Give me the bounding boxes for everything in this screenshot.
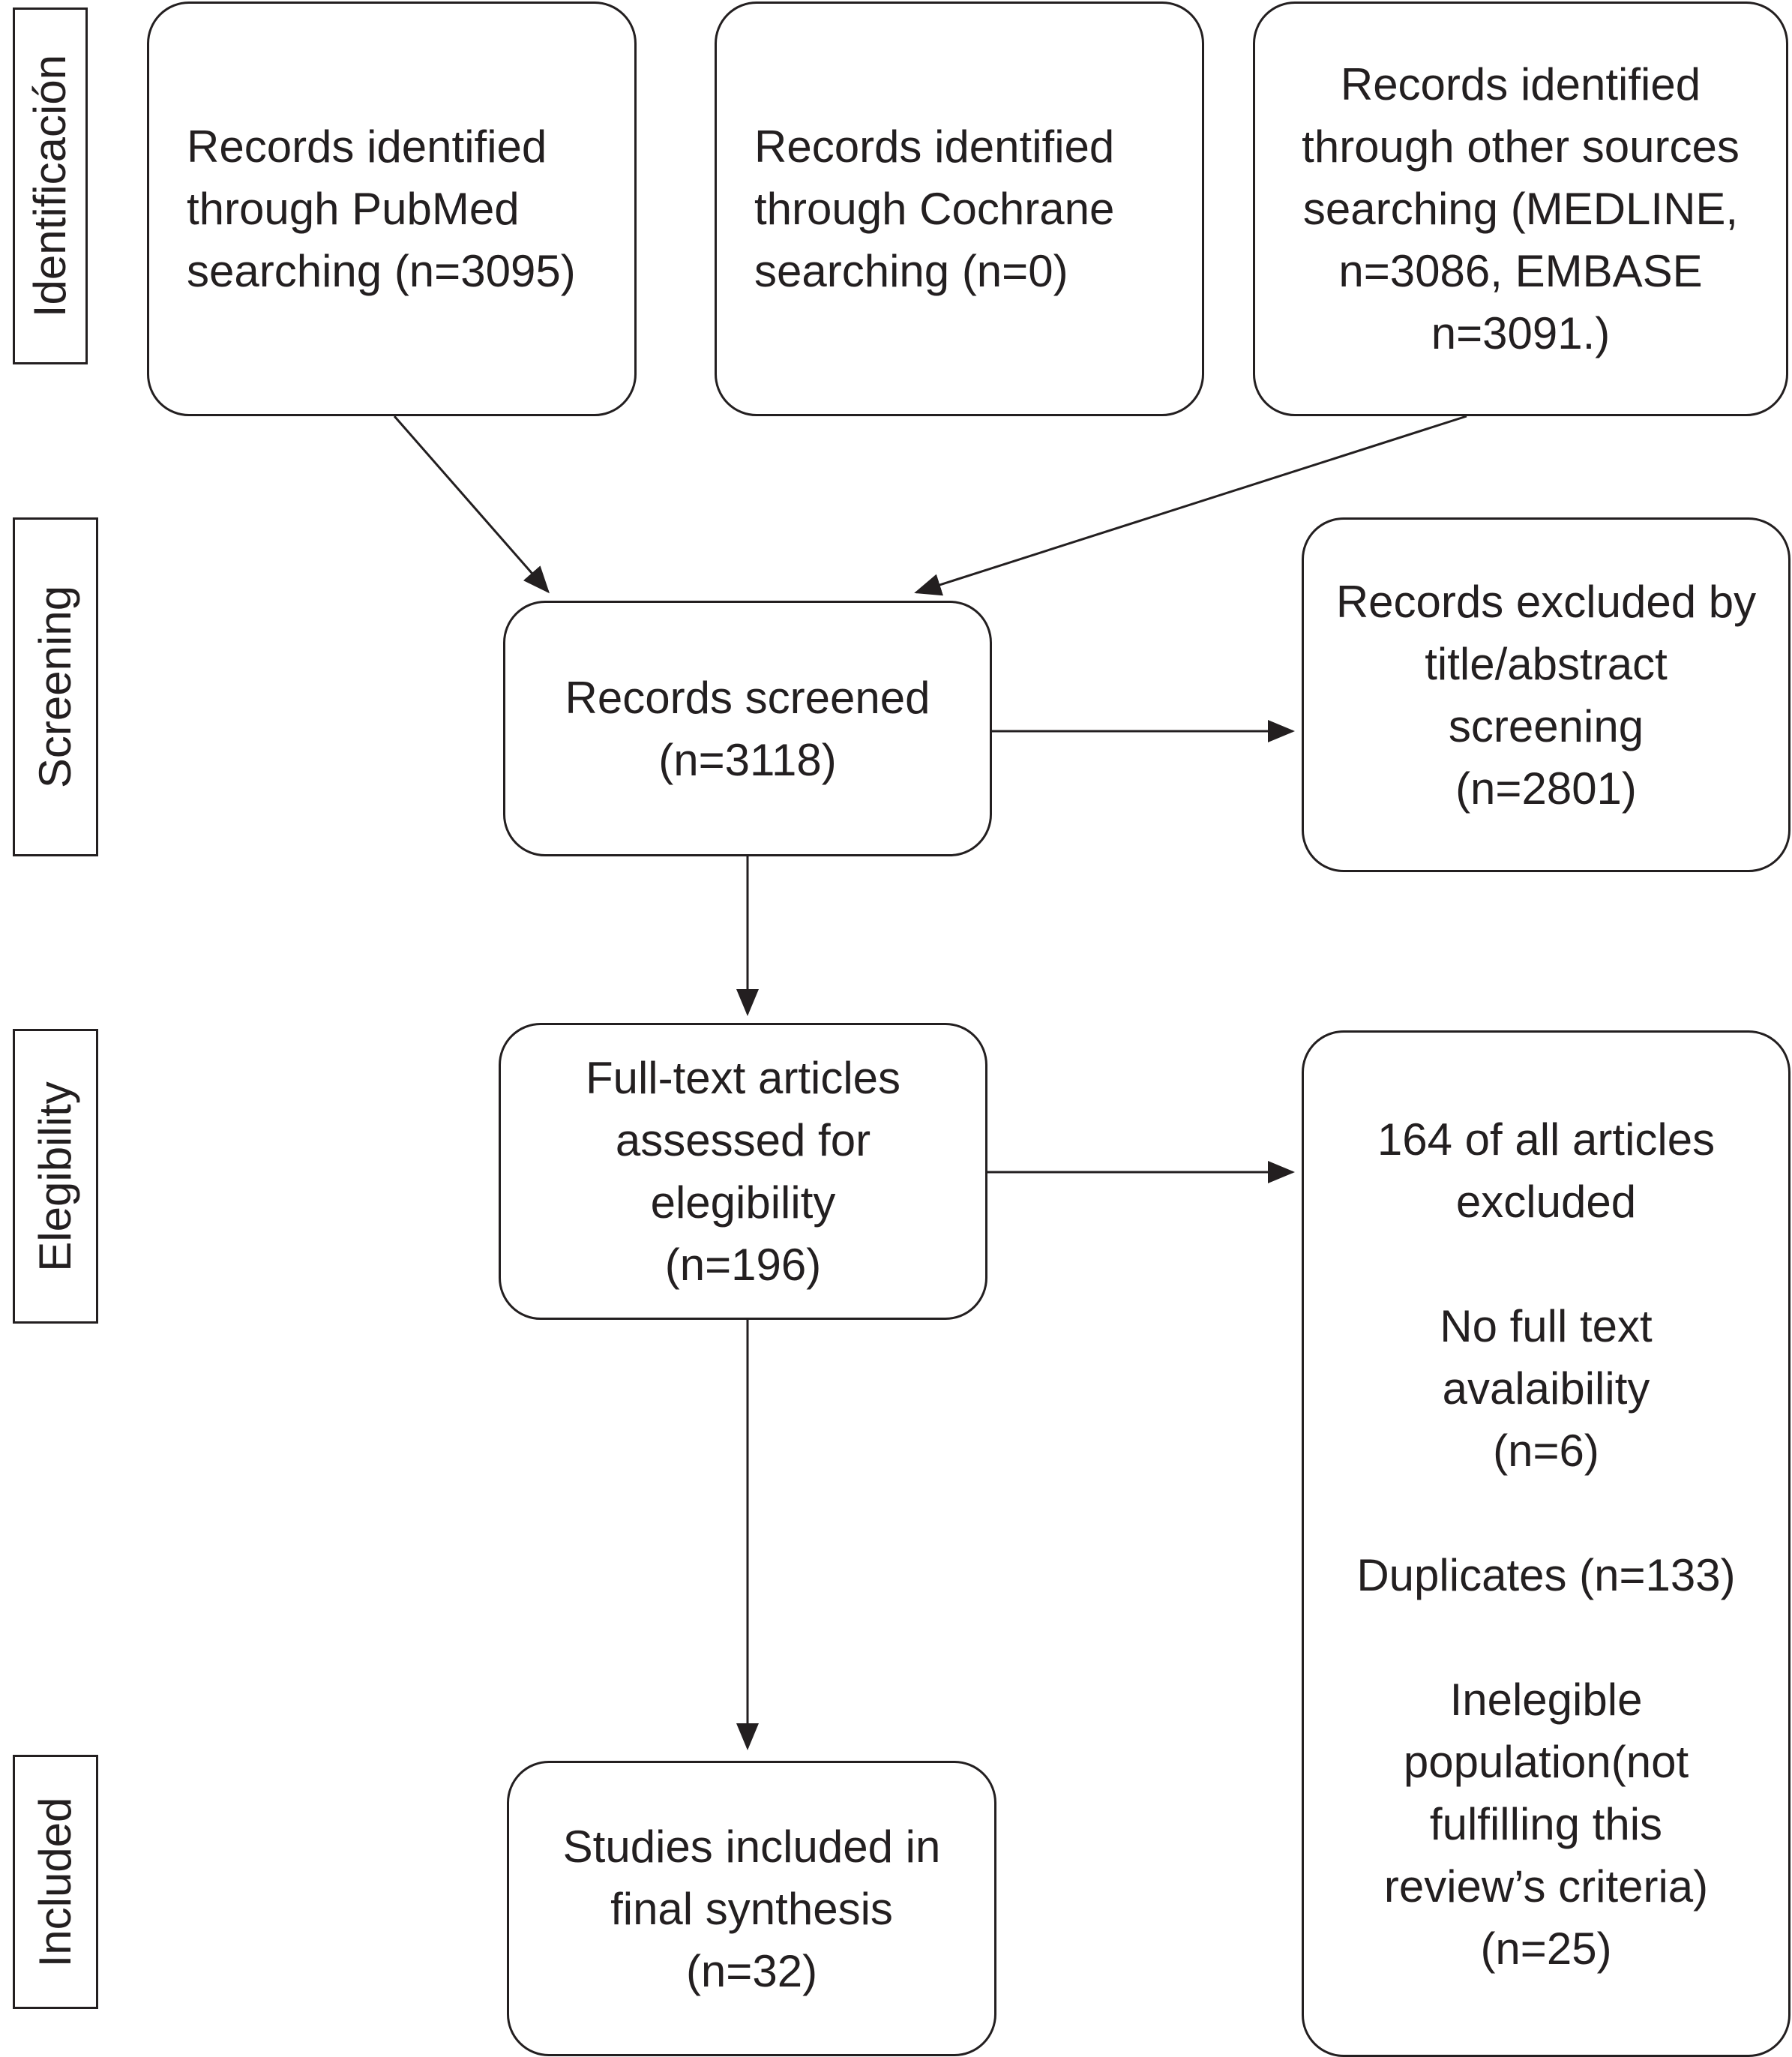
box-fulltext-excluded: 164 of all articles excluded No full tex… bbox=[1302, 1030, 1791, 2057]
box-other-sources-line-3: searching (MEDLINE, bbox=[1302, 184, 1739, 234]
box-screened-line-1: Records screened bbox=[565, 672, 930, 723]
box-studies-included: Studies included in final synthesis (n=3… bbox=[507, 1761, 996, 2056]
duplicates-line-1: Duplicates (n=133) bbox=[1356, 1549, 1736, 1600]
box-cochrane-line-3: searching (n=0) bbox=[754, 246, 1068, 296]
phase-eligibility-label: Elegibility bbox=[30, 1081, 80, 1272]
box-other-sources-line-5: n=3091.) bbox=[1431, 308, 1611, 358]
box-fulltext-line-2: assessed for bbox=[615, 1115, 871, 1165]
box-cochrane-line-1: Records identified bbox=[754, 121, 1115, 172]
box-included-line-3: (n=32) bbox=[685, 1945, 818, 1996]
ineligible-line-1: Inelegible bbox=[1449, 1674, 1643, 1725]
box-cochrane-line-2: through Cochrane bbox=[754, 184, 1115, 234]
no-full-text-line-3: (n=6) bbox=[1493, 1425, 1599, 1476]
ineligible-line-2: population(not bbox=[1403, 1736, 1689, 1787]
box-included-line-1: Studies included in bbox=[562, 1821, 941, 1872]
phase-screening-label: Screening bbox=[30, 585, 80, 789]
arrow-pubmed-to-screened bbox=[393, 415, 550, 594]
box-cochrane-records: Records identified through Cochrane sear… bbox=[715, 1, 1204, 416]
phase-screening: Screening bbox=[13, 517, 98, 856]
phase-included-label: Included bbox=[30, 1797, 80, 1967]
box-other-sources-records: Records identified through other sources… bbox=[1253, 1, 1788, 416]
box-fulltext-line-1: Full-text articles bbox=[585, 1053, 901, 1103]
box-records-screened: Records screened (n=3118) bbox=[503, 601, 992, 856]
box-pubmed-line-2: through PubMed bbox=[187, 184, 520, 234]
phase-identification-label: Identificación bbox=[25, 54, 75, 318]
phase-identification: Identificación bbox=[13, 7, 88, 364]
box-fulltext-assessed: Full-text articles assessed for elegibil… bbox=[499, 1023, 987, 1320]
box-fulltext-line-4: (n=196) bbox=[664, 1240, 822, 1290]
box-pubmed-line-1: Records identified bbox=[187, 121, 547, 172]
box-included-line-2: final synthesis bbox=[610, 1883, 893, 1934]
ineligible-line-3: fulfilling this bbox=[1429, 1798, 1663, 1849]
phase-eligibility: Elegibility bbox=[13, 1029, 98, 1324]
box-other-sources-line-4: n=3086, EMBASE bbox=[1338, 246, 1703, 296]
no-full-text-line-1: No full text bbox=[1440, 1300, 1653, 1351]
phase-included: Included bbox=[13, 1755, 98, 2009]
box-excluded-title-line-3: screening bbox=[1448, 700, 1644, 751]
ineligible-line-4: review’s criteria) bbox=[1383, 1861, 1709, 1912]
box-records-excluded-title-abstract: Records excluded by title/abstract scree… bbox=[1302, 517, 1791, 872]
box-other-sources-line-2: through other sources bbox=[1302, 121, 1740, 172]
box-excluded-title-line-4: (n=2801) bbox=[1455, 763, 1637, 814]
box-excluded-title-line-1: Records excluded by bbox=[1335, 576, 1757, 627]
excluded-summary-line-2: excluded bbox=[1455, 1176, 1637, 1227]
box-other-sources-line-1: Records identified bbox=[1340, 59, 1701, 109]
excluded-summary-line-1: 164 of all articles bbox=[1377, 1114, 1716, 1165]
box-pubmed-line-3: searching (n=3095) bbox=[187, 246, 576, 296]
box-pubmed-records: Records identified through PubMed search… bbox=[147, 1, 637, 416]
box-excluded-title-line-2: title/abstract bbox=[1425, 638, 1668, 689]
no-full-text-line-2: avalaibility bbox=[1442, 1363, 1650, 1414]
ineligible-line-5: (n=25) bbox=[1480, 1923, 1612, 1974]
box-screened-line-2: (n=3118) bbox=[658, 734, 837, 785]
box-fulltext-line-3: elegibility bbox=[650, 1177, 836, 1228]
